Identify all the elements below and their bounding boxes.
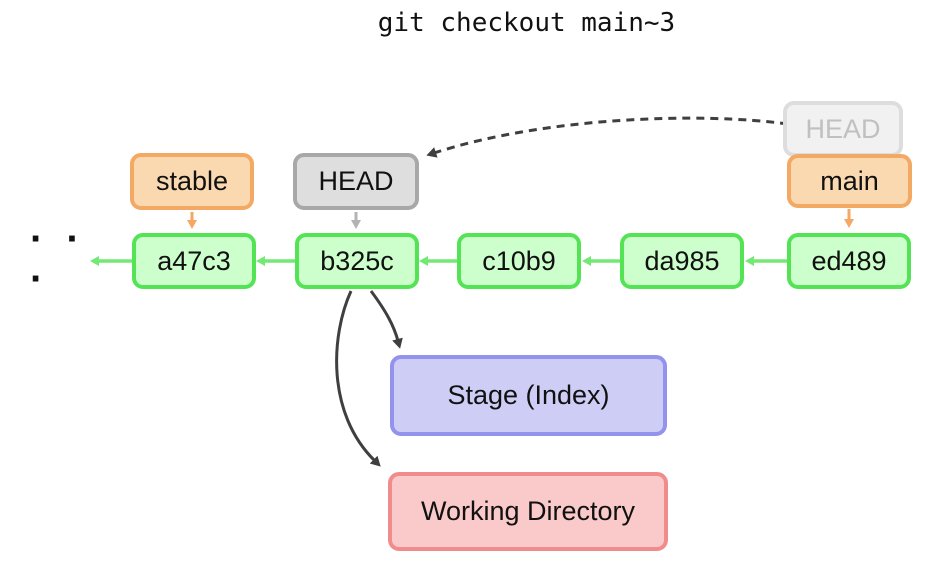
stage-index-text: Stage (Index) (447, 380, 610, 410)
head-text: HEAD (318, 166, 394, 196)
commit-id: c10b9 (482, 245, 556, 276)
branch-main-label: main (787, 154, 912, 208)
commit-id: a47c3 (157, 245, 231, 276)
commit-node-ed489: ed489 (787, 233, 911, 289)
head-previous-text: HEAD (805, 113, 881, 144)
command-title: git checkout main~3 (377, 8, 676, 38)
branch-main-text: main (820, 165, 879, 196)
working-directory-box: Working Directory (388, 472, 668, 551)
commit-id: ed489 (811, 245, 887, 276)
history-ellipsis: · · · (30, 217, 86, 301)
head-label: HEAD (293, 153, 419, 210)
commit-id: da985 (644, 245, 720, 276)
commit-node-b325c: b325c (295, 233, 419, 289)
arrow-b325c-to-working-directory (335, 290, 381, 467)
head-previous-label: HEAD (783, 101, 903, 157)
working-directory-text: Working Directory (420, 496, 636, 526)
commit-node-da985: da985 (620, 233, 744, 289)
branch-stable-text: stable (155, 166, 229, 196)
branch-stable-label: stable (130, 153, 254, 210)
stage-index-box: Stage (Index) (390, 355, 667, 436)
commit-node-a47c3: a47c3 (132, 233, 256, 289)
commit-node-c10b9: c10b9 (457, 233, 581, 289)
commit-id: b325c (320, 245, 394, 276)
arrow-head-move-dashed (426, 116, 789, 158)
arrow-b325c-to-stage (369, 290, 403, 349)
